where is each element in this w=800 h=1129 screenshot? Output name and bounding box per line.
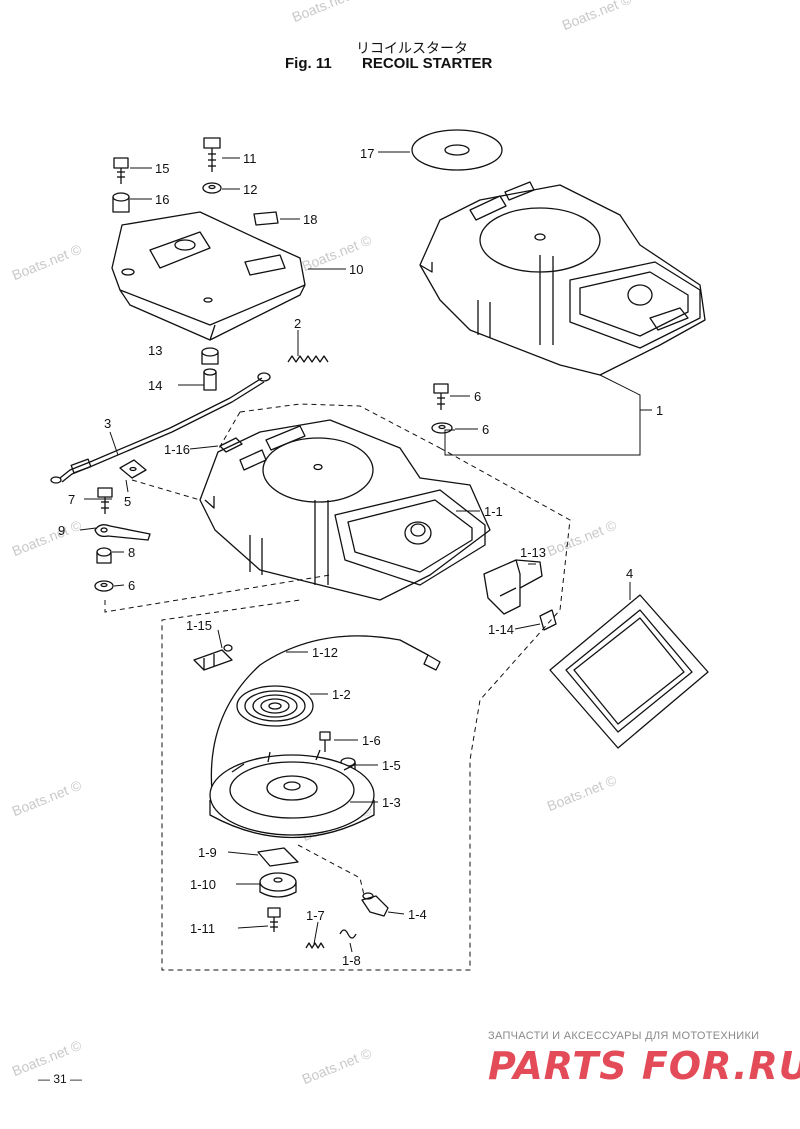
callout-18: 17 (360, 146, 374, 161)
callout-1-8: 1-8 (342, 953, 361, 968)
brand-logo: PARTS FOR.RU (488, 1044, 800, 1088)
callout-1-6: 1-6 (362, 733, 381, 748)
callout-1-10: 1-10 (190, 877, 216, 892)
spacer-14 (201, 347, 219, 365)
page-number: — 31 — (38, 1072, 83, 1086)
callout-4: 4 (626, 566, 633, 581)
spring-1-8 (339, 929, 357, 939)
callout-1-15: 1-15 (186, 618, 212, 633)
washer-18 (411, 129, 503, 171)
spacer-15 (203, 368, 217, 391)
spring-1-7 (305, 942, 325, 949)
clip-1-14 (539, 609, 557, 631)
callout-1-9: 1-9 (198, 845, 217, 860)
callout-9: 8 (128, 545, 135, 560)
callout-2: 2 (294, 316, 301, 331)
callout-15: 14 (148, 378, 162, 393)
pad-19 (253, 211, 279, 226)
spring-2 (287, 355, 329, 363)
callout-8: 7 (68, 492, 75, 507)
callout-10: 9 (58, 523, 65, 538)
callout-1-7: 1-7 (306, 908, 325, 923)
reel-1-3 (209, 749, 375, 839)
plate-1-9 (257, 847, 299, 867)
callout-12: 11 (243, 151, 257, 166)
bolt-7 (433, 383, 449, 410)
callout-6-right: 6 (482, 422, 489, 437)
figure-number: Fig. 11 (285, 55, 332, 72)
washer-13 (202, 182, 222, 194)
callout-1-5: 1-5 (382, 758, 401, 773)
bolt-1-6 (319, 731, 331, 752)
callout-1: 1 (656, 403, 663, 418)
cover-11 (111, 211, 306, 341)
lever-10 (94, 524, 151, 541)
callout-16: 15 (155, 161, 169, 176)
figure-title: RECOIL STARTER (362, 55, 493, 72)
cable-3 (50, 372, 271, 484)
ratchet-1-10 (259, 872, 297, 898)
callout-1-16: 1-16 (164, 442, 190, 457)
bolt-12 (203, 137, 221, 172)
callout-1-2: 1-2 (332, 687, 351, 702)
pin-1-16 (219, 437, 243, 453)
callout-1-14: 1-14 (488, 622, 514, 637)
callout-13: 12 (243, 182, 257, 197)
collar-9 (96, 547, 112, 564)
pawl-1-4 (361, 892, 389, 917)
callout-1-4: 1-4 (408, 907, 427, 922)
callout-3: 3 (104, 416, 111, 431)
callout-7: 6 (474, 389, 481, 404)
callout-17: 16 (155, 192, 169, 207)
callout-14: 13 (148, 343, 162, 358)
callout-11: 10 (349, 262, 363, 277)
callout-1-12: 1-12 (312, 645, 338, 660)
brand-tagline: ЗАПЧАСТИ И АКСЕССУАРЫ ДЛЯ МОТОТЕХНИКИ (488, 1030, 760, 1042)
title-japanese: リコイルスタータ (356, 40, 468, 56)
collar-17 (112, 192, 130, 213)
callout-6-left: 6 (128, 578, 135, 593)
bolt-8 (97, 487, 113, 514)
rope-1-12 (210, 635, 429, 809)
callout-1-1: 1-1 (484, 504, 503, 519)
callout-1-11: 1-11 (190, 921, 215, 936)
callout-19: 18 (303, 212, 317, 227)
callout-1-13: 1-13 (520, 545, 546, 560)
bracket-1-15 (193, 644, 233, 671)
callout-1-3: 1-3 (382, 795, 401, 810)
recoil-starter-1 (419, 181, 706, 376)
link-5 (119, 459, 147, 479)
handle-1-13 (483, 559, 543, 615)
bolt-1-11 (267, 907, 281, 932)
recoil-starter-1-1 (199, 419, 491, 601)
bolt-16 (113, 157, 129, 184)
callout-5: 5 (124, 494, 131, 509)
gasket-4 (549, 594, 709, 749)
washer-6-left (94, 580, 114, 592)
washer-6-right (431, 422, 453, 434)
spiral-spring-1-2 (236, 685, 314, 727)
